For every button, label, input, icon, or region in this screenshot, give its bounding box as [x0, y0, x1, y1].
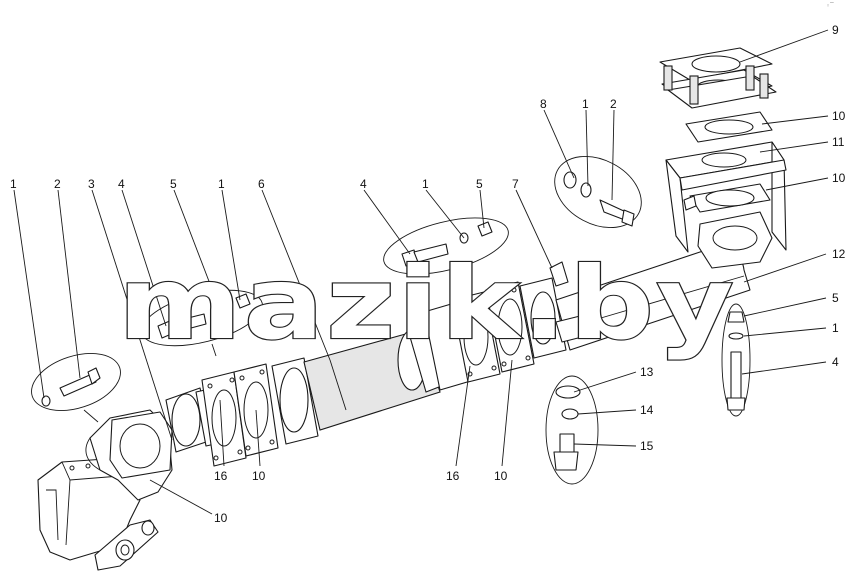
main-pipe: [271, 301, 475, 445]
callout-label: 2: [610, 97, 617, 111]
fastener-group-middle: [383, 217, 509, 275]
callout-label: 9: [832, 23, 839, 37]
callout-label: 16: [214, 469, 228, 483]
gasket-16-left: [201, 371, 247, 467]
callout-label: 6: [258, 177, 265, 191]
callout-label: 10: [832, 171, 846, 185]
callout-label: 5: [832, 291, 839, 305]
gasket-10-middle: [485, 281, 535, 373]
spring-mount: [659, 47, 777, 109]
watermark-text: mazik.by: [118, 245, 736, 362]
callout-label: 2: [54, 177, 61, 191]
callout-label: 3: [88, 177, 95, 191]
callout-label: 1: [422, 177, 429, 191]
callout-label: 4: [360, 177, 367, 191]
callout-label: 1: [218, 177, 225, 191]
callout-label: 4: [832, 355, 839, 369]
callout-label: 5: [476, 177, 483, 191]
callout-labels: 1 2 3 4 5 1 6 4 1 5 7 8 1 2 9 10 11 10 1…: [10, 23, 846, 525]
bracket: [665, 141, 787, 253]
gasket-10-top: [685, 111, 773, 143]
manifold-housing: [37, 457, 159, 571]
gasket-16-right: [451, 291, 501, 383]
callout-label: 1: [832, 321, 839, 335]
callout-label: 14: [640, 403, 654, 417]
callout-label: 11: [832, 135, 845, 149]
callout-label: 10: [494, 469, 508, 483]
fastener-group-bottom: [545, 375, 599, 485]
right-elbow-flange: [689, 183, 773, 269]
fastener-group-upper-left: [141, 289, 263, 347]
fastener-group-right: [554, 155, 642, 229]
fastener-group-lower-right: [721, 303, 751, 417]
callout-label: 16: [446, 469, 460, 483]
callout-label: 4: [118, 177, 125, 191]
fastener-group-left: [31, 353, 121, 411]
callout-label: 5: [170, 177, 177, 191]
corner-mark: ◦‾: [826, 2, 834, 10]
callout-label: 7: [512, 177, 519, 191]
callout-label: 8: [540, 97, 547, 111]
callout-label: 1: [582, 97, 589, 111]
callout-label: 10: [832, 109, 846, 123]
elbow-pipe: [85, 409, 173, 501]
callout-label: 13: [640, 365, 654, 379]
callout-label: 12: [832, 247, 846, 261]
leader-lines: [13, 29, 829, 515]
callout-label: 10: [252, 469, 266, 483]
callout-label: 15: [640, 439, 654, 453]
callout-label: 1: [10, 177, 17, 191]
callout-label: 10: [214, 511, 228, 525]
